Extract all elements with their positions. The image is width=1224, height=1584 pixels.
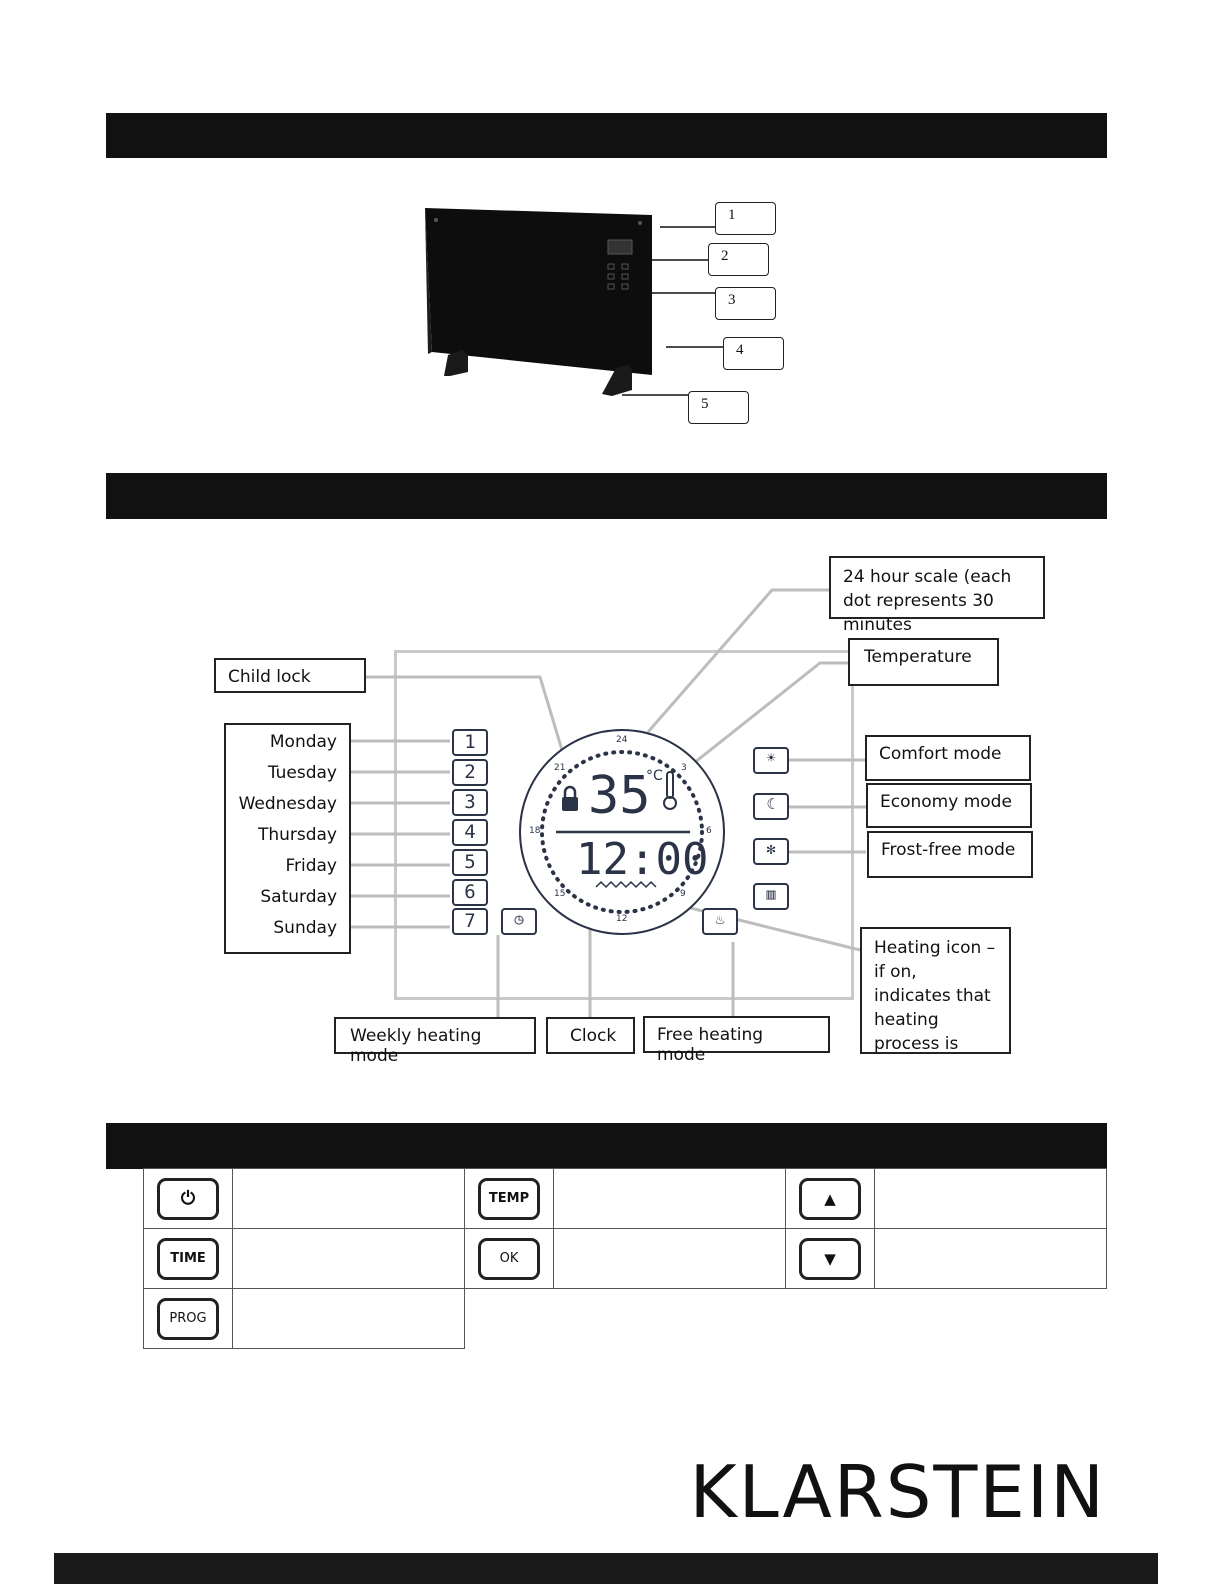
power-key-desc bbox=[232, 1168, 465, 1229]
day-monday: Monday bbox=[269, 732, 337, 752]
time-key: TIME bbox=[157, 1237, 219, 1280]
ok-key-desc bbox=[553, 1228, 786, 1289]
hour-mark-12: 12 bbox=[616, 914, 628, 924]
heater-body bbox=[425, 208, 652, 375]
clock-icon: ◷ bbox=[501, 908, 537, 935]
temperature-label: Temperature bbox=[848, 638, 999, 686]
section-header-bar-2 bbox=[106, 473, 1107, 519]
diagram-lines bbox=[351, 588, 866, 1018]
economy-mode-label: Economy mode bbox=[866, 783, 1032, 828]
day-box-7: 7 bbox=[452, 908, 488, 935]
hour-mark-15: 15 bbox=[554, 889, 566, 899]
temperature-unit: °C bbox=[646, 768, 663, 784]
callout-4: 4 bbox=[723, 337, 784, 370]
day-box-5: 5 bbox=[452, 849, 488, 876]
flame-icon: ♨ bbox=[702, 908, 738, 935]
brand-logo: KLARSTEIN bbox=[689, 1450, 1106, 1534]
day-wednesday: Wednesday bbox=[238, 794, 337, 814]
up-key-desc bbox=[874, 1168, 1107, 1229]
hour-mark-21: 21 bbox=[554, 763, 566, 773]
snowflake-icon: ✻ bbox=[753, 838, 789, 865]
section-header-bar-3 bbox=[106, 1123, 1107, 1169]
dial bbox=[519, 729, 725, 935]
time-key-desc bbox=[232, 1228, 465, 1289]
heater-illustration bbox=[425, 208, 724, 396]
down-key-desc bbox=[874, 1228, 1107, 1289]
down-arrow-key-icon: ▼ bbox=[799, 1237, 861, 1280]
callout-2: 2 bbox=[708, 243, 769, 276]
temperature-readout: 35 bbox=[588, 766, 651, 826]
day-box-2: 2 bbox=[452, 759, 488, 786]
callout-3: 3 bbox=[715, 287, 776, 320]
hour-mark-9: 9 bbox=[680, 889, 686, 899]
day-sunday: Sunday bbox=[273, 918, 337, 938]
hour-mark-6: 6 bbox=[706, 826, 712, 836]
day-box-4: 4 bbox=[452, 819, 488, 846]
days-box: Monday Tuesday Wednesday Thursday Friday… bbox=[224, 723, 351, 954]
temp-key-desc bbox=[553, 1168, 786, 1229]
day-box-3: 3 bbox=[452, 789, 488, 816]
temp-key: TEMP bbox=[478, 1177, 540, 1220]
power-key-icon: ⏻ bbox=[157, 1177, 219, 1220]
up-arrow-key-icon: ▲ bbox=[799, 1177, 861, 1220]
sun-icon: ☀ bbox=[753, 747, 789, 774]
ok-key: OK bbox=[478, 1237, 540, 1280]
callout-lines bbox=[622, 226, 724, 396]
day-friday: Friday bbox=[285, 856, 337, 876]
callout-1: 1 bbox=[715, 202, 776, 235]
day-saturday: Saturday bbox=[260, 887, 337, 907]
callout-5: 5 bbox=[688, 391, 749, 424]
hour-mark-3: 3 bbox=[681, 763, 687, 773]
section-header-bar-1 bbox=[106, 113, 1107, 158]
day-thursday: Thursday bbox=[257, 825, 337, 845]
moon-icon: ☾ bbox=[753, 793, 789, 820]
day-box-6: 6 bbox=[452, 879, 488, 906]
button-legend-table: ⏻ TEMP ▲ TIME OK ▼ PROG bbox=[143, 1168, 1107, 1349]
day-box-1: 1 bbox=[452, 729, 488, 756]
control-panel-frame bbox=[394, 650, 854, 1000]
free-heating-mode-label: Free heating mode bbox=[643, 1016, 830, 1065]
child-lock-label: Child lock bbox=[214, 658, 366, 693]
prog-key-desc bbox=[232, 1288, 465, 1349]
scale-label: 24 hour scale (each dot represents 30 mi… bbox=[829, 556, 1045, 635]
weekly-heating-mode-label: Weekly heating mode bbox=[334, 1017, 536, 1066]
heater-feet bbox=[444, 350, 632, 396]
prog-key: PROG bbox=[157, 1297, 219, 1340]
clock-label: Clock bbox=[546, 1017, 635, 1054]
day-tuesday: Tuesday bbox=[267, 763, 337, 783]
hour-mark-24: 24 bbox=[616, 735, 628, 745]
clock-readout: 12:00 bbox=[576, 834, 709, 885]
hour-mark-18: 18 bbox=[529, 826, 541, 836]
frost-free-mode-label: Frost-free mode bbox=[867, 831, 1033, 878]
comfort-mode-label: Comfort mode bbox=[865, 735, 1031, 781]
footer-bar bbox=[54, 1553, 1158, 1584]
window-icon: ▥ bbox=[753, 883, 789, 910]
heating-icon-label: Heating icon – if on, indicates that hea… bbox=[860, 927, 1011, 1054]
